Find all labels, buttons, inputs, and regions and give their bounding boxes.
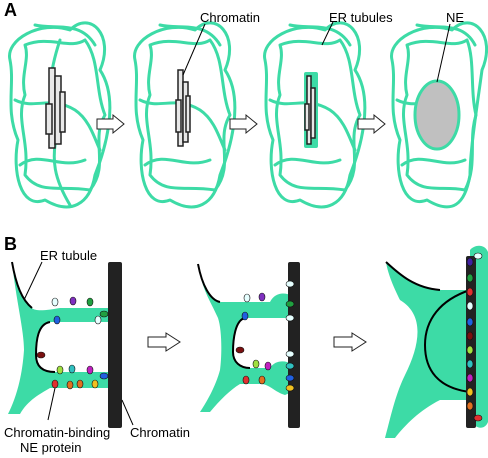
right-arrow-icon — [357, 113, 386, 135]
chromatin-1 — [45, 67, 66, 149]
nuclear-envelope — [413, 79, 461, 151]
chromatin-b3 — [466, 256, 476, 428]
er-tubule-b2 — [197, 263, 292, 412]
ne-proteins-b1 — [36, 296, 109, 390]
er-network-3 — [263, 21, 367, 209]
panel-b-label: B — [4, 234, 17, 254]
label-protein-line1: Chromatin-binding — [4, 425, 110, 440]
panel-a-label: A — [4, 0, 17, 20]
right-arrow-icon — [147, 332, 181, 352]
er-tubule-b1 — [8, 261, 110, 414]
label-er-tubule-b: ER tubule — [40, 248, 97, 263]
er-network-1 — [8, 21, 112, 209]
right-arrow-icon — [96, 113, 125, 135]
leader-ne-a — [436, 23, 451, 83]
er-network-2 — [133, 21, 237, 209]
label-protein-line2: NE protein — [20, 440, 81, 455]
label-er-tubules-a: ER tubules — [329, 10, 393, 25]
label-chromatin-b: Chromatin — [130, 425, 190, 440]
right-arrow-icon — [333, 332, 367, 352]
leader-er-tubules-a — [321, 21, 334, 46]
chromatin-b1 — [108, 262, 122, 428]
label-chromatin-a: Chromatin — [200, 10, 260, 25]
right-arrow-icon — [229, 113, 258, 135]
er-tubule-b3 — [385, 245, 488, 438]
ne-proteins-b2 — [235, 280, 295, 392]
label-ne-a: NE — [446, 10, 464, 25]
leader-chromatin-b — [121, 399, 134, 426]
ne-proteins-b3 — [466, 252, 483, 422]
chromatin-3 — [304, 72, 318, 148]
leader-protein-b — [47, 387, 56, 421]
leader-er-tubule-b — [23, 261, 43, 301]
leader-chromatin-a — [182, 23, 206, 76]
chromatin-2 — [175, 69, 191, 147]
